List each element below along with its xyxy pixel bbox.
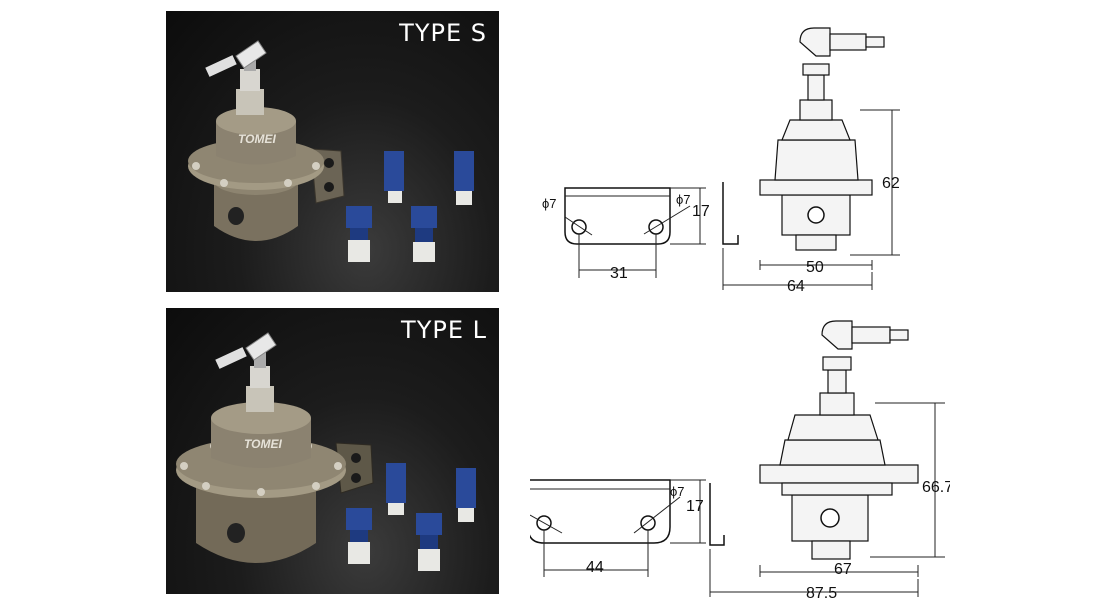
type-s-label: TYPE S <box>399 19 487 47</box>
type-l-regulator-illustration: TOMEI <box>176 332 476 571</box>
type-l-dimension-drawing: ϕ7 ϕ7 17 44 <box>530 315 950 600</box>
type-s-regulator-height: 62 <box>882 175 900 192</box>
type-s-dimension-drawing: ϕ7 ϕ7 17 31 <box>530 20 950 300</box>
type-s-bracket-hole-left: ϕ7 <box>542 196 557 211</box>
type-s-bracket-drawing: ϕ7 ϕ7 17 31 <box>542 187 710 282</box>
type-l-regulator-height: 66.7 <box>922 479 950 496</box>
type-l-bracket-hole-right: ϕ7 <box>670 484 685 499</box>
type-l-bracket-spacing: 44 <box>586 559 604 576</box>
type-l-bracket-drawing: ϕ7 ϕ7 17 44 <box>530 479 706 577</box>
type-l-bracket-height: 17 <box>686 498 704 515</box>
tomei-logo: TOMEI <box>238 132 276 146</box>
type-l-product-photo: TOMEI TYPE L <box>166 308 499 594</box>
type-l-regulator-body-width: 67 <box>834 561 852 578</box>
type-s-bracket-hole-right: ϕ7 <box>676 192 691 207</box>
type-s-bracket-height: 17 <box>692 203 710 220</box>
type-s-regulator-drawing: 62 50 64 <box>722 27 900 295</box>
type-s-product-photo: TOMEI TYPE S <box>166 11 499 292</box>
type-s-regulator-overall-width: 64 <box>787 278 805 295</box>
type-s-regulator-body-width: 50 <box>806 259 824 276</box>
type-l-regulator-drawing: 66.7 67 87.5 <box>709 320 950 600</box>
type-l-label: TYPE L <box>401 316 487 344</box>
tomei-logo: TOMEI <box>244 437 282 451</box>
type-s-bracket-spacing: 31 <box>610 265 628 282</box>
type-l-regulator-overall-width: 87.5 <box>806 585 837 600</box>
type-s-regulator-illustration: TOMEI <box>188 40 474 262</box>
